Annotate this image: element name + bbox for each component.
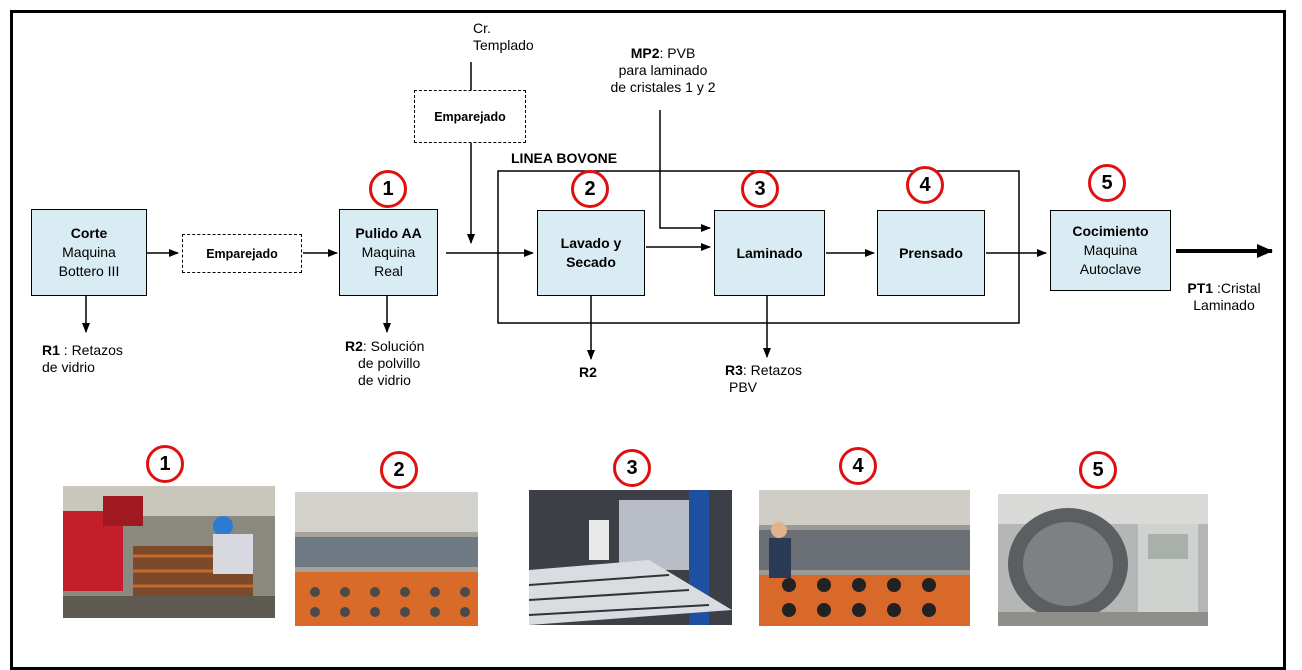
photo-number-4: 4	[839, 447, 877, 485]
emparejado-box-1: Emparejado	[182, 234, 302, 273]
cr-templado-line: Cr.	[473, 20, 534, 37]
photo-prensado-machine	[759, 490, 970, 626]
step-number-2: 2	[571, 170, 609, 208]
process-title: Pulido AA	[355, 224, 421, 243]
process-line: Secado	[566, 253, 616, 272]
mp2-line: de cristales 1 y 2	[568, 79, 758, 96]
process-title: Lavado y	[561, 234, 622, 253]
residue-text: de vidrio	[345, 372, 424, 389]
process-line: Bottero III	[59, 262, 120, 281]
residue-code: R2	[345, 338, 363, 354]
residue-text: : Retazos	[60, 342, 123, 358]
process-line: Maquina	[362, 243, 416, 262]
residue-code: R2	[579, 364, 597, 380]
emparejado-label: Emparejado	[206, 247, 278, 261]
emparejado-label: Emparejado	[434, 110, 506, 124]
process-line: Maquina	[62, 243, 116, 262]
residue-r2b: R2	[579, 364, 597, 381]
output-pt1: PT1 :Cristal Laminado	[1176, 280, 1272, 314]
residue-code: R3	[725, 362, 743, 378]
mp2-line: para laminado	[568, 62, 758, 79]
residue-text: : Retazos	[743, 362, 802, 378]
output-code: PT1	[1187, 280, 1213, 296]
residue-r2: R2: Solución de polvillo de vidrio	[345, 338, 424, 389]
photo-cocimiento-autoclave	[998, 494, 1208, 626]
step-number-5: 5	[1088, 164, 1126, 202]
residue-r1: R1 : Retazos de vidrio	[42, 342, 123, 376]
emparejado-box-2: Emparejado	[414, 90, 526, 143]
photo-number-2: 2	[380, 451, 418, 489]
process-title: Laminado	[736, 244, 802, 263]
cr-templado-line: Templado	[473, 37, 534, 54]
process-title: Corte	[71, 224, 108, 243]
photo-number-1: 1	[146, 445, 184, 483]
process-line: Real	[374, 262, 403, 281]
output-text: :Cristal	[1213, 280, 1260, 296]
step-number-4: 4	[906, 166, 944, 204]
photo-pulido-machine	[295, 492, 478, 626]
photo-corte-machine	[63, 486, 275, 618]
residue-text: de polvillo	[345, 355, 424, 372]
photo-number-3: 3	[613, 449, 651, 487]
process-corte: Corte Maquina Bottero III	[31, 209, 147, 296]
process-laminado: Laminado	[714, 210, 825, 296]
photo-number-5: 5	[1079, 451, 1117, 489]
process-cocimiento: Cocimiento Maquina Autoclave	[1050, 210, 1171, 291]
step-number-3: 3	[741, 170, 779, 208]
process-prensado: Prensado	[877, 210, 985, 296]
output-text: Laminado	[1176, 297, 1272, 314]
residue-r3: R3: Retazos PBV	[725, 362, 802, 396]
residue-text: de vidrio	[42, 359, 123, 376]
residue-code: R1	[42, 342, 60, 358]
cr-templado-label: Cr. Templado	[473, 20, 534, 54]
residue-text: PBV	[725, 379, 802, 396]
process-title: Prensado	[899, 244, 963, 263]
mp2-text: : PVB	[660, 45, 696, 61]
process-line: Maquina	[1084, 241, 1138, 260]
linea-bovone-label: LINEA BOVONE	[511, 150, 617, 167]
process-line: Autoclave	[1080, 260, 1141, 279]
mp2-label: MP2: PVB para laminado de cristales 1 y …	[568, 45, 758, 96]
process-pulido: Pulido AA Maquina Real	[339, 209, 438, 296]
process-title: Cocimiento	[1072, 222, 1148, 241]
step-number-1: 1	[369, 170, 407, 208]
residue-text: : Solución	[363, 338, 424, 354]
mp2-code: MP2	[631, 45, 660, 61]
photo-laminado-machine	[529, 490, 732, 625]
process-lavado: Lavado y Secado	[537, 210, 645, 296]
arrow-mp2	[660, 110, 710, 228]
